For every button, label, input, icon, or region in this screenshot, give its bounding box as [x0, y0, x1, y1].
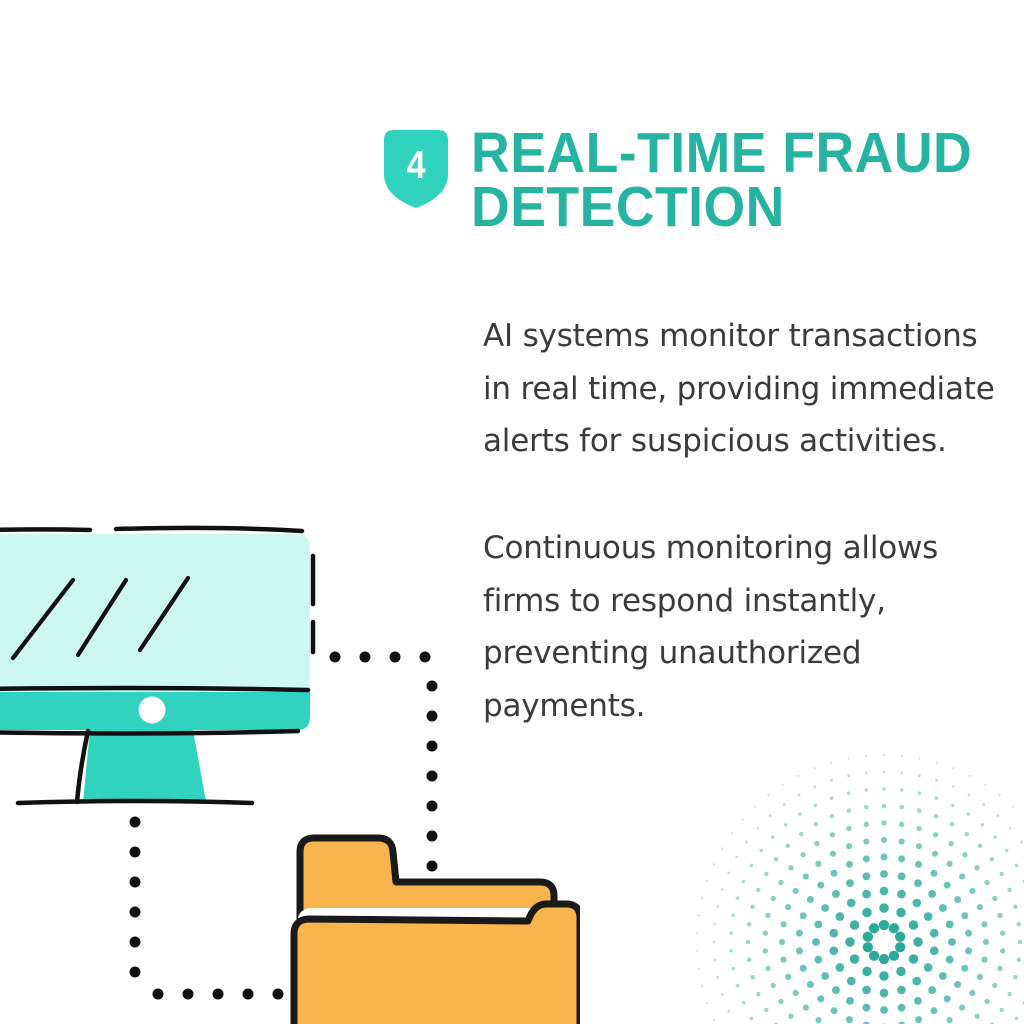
step-number-badge: 4	[384, 130, 456, 216]
desktop-monitor-icon	[0, 525, 316, 806]
monitor-power-dot	[138, 696, 166, 724]
page-title: REAL-TIME FRAUD DETECTION	[471, 121, 973, 240]
step-number-label: 4	[406, 144, 426, 187]
body-paragraph-2: Continuous monitoring allows firms to re…	[483, 530, 939, 725]
body-copy: AI systems monitor transactions in real …	[483, 310, 1003, 733]
radial-dot-burst-icon	[696, 753, 1024, 1024]
body-paragraph-1: AI systems monitor transactions in real …	[483, 318, 995, 460]
file-folder-icon	[290, 834, 580, 1024]
dotted-connector-line-top	[329, 651, 438, 902]
dotted-connector-line-bottom	[129, 816, 284, 1000]
slide-header: 4 REAL-TIME FRAUD DETECTION	[384, 121, 1014, 240]
shield-badge-icon	[384, 130, 448, 208]
